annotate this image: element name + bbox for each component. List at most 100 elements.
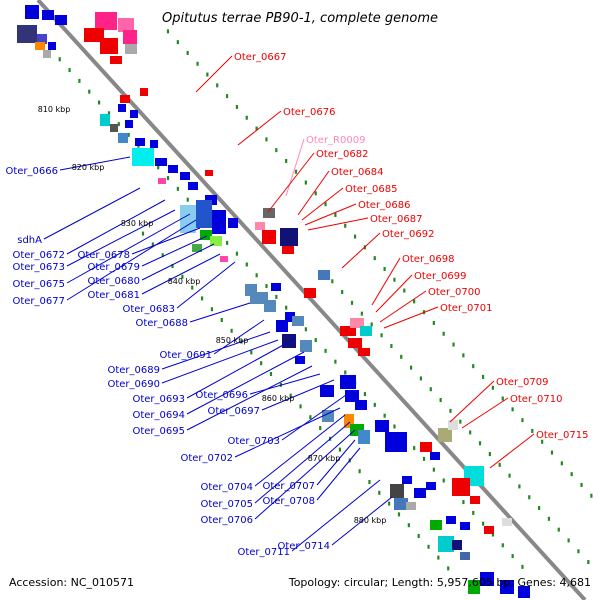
tick-dot: [432, 467, 435, 472]
tick-dot: [186, 197, 189, 202]
tick-dot: [590, 493, 593, 498]
tick-dot: [403, 288, 406, 293]
gene-block: [390, 484, 404, 498]
tick-dot: [570, 472, 573, 477]
tick-dot: [518, 484, 521, 489]
gene-block: [188, 182, 198, 190]
leader-line: [161, 331, 271, 370]
gene-block: [35, 42, 45, 50]
tick-dot: [235, 251, 239, 256]
gene-block: [480, 572, 494, 586]
gene-block: [17, 25, 37, 43]
tick-dot: [353, 234, 357, 239]
leader-line: [66, 209, 176, 267]
gene-label-forward: Oter_0706: [200, 515, 253, 526]
tick-dot: [166, 29, 170, 34]
tick-dot: [432, 320, 435, 325]
tick-dot: [501, 396, 504, 401]
gene-block: [448, 420, 458, 430]
tick-dot: [373, 256, 376, 261]
tick-dot: [472, 510, 475, 515]
gene-label-reverse: Oter_0698: [402, 254, 455, 265]
tick-dot: [255, 273, 258, 278]
leader-line: [195, 55, 233, 93]
tick-dot: [459, 419, 462, 424]
tick-dot: [225, 94, 229, 99]
tick-dot: [550, 450, 554, 455]
leader-line: [141, 253, 221, 295]
tick-dot: [498, 462, 501, 467]
tick-dot: [107, 111, 111, 116]
leader-line: [307, 217, 369, 231]
gene-label-forward: Oter_0690: [107, 379, 160, 390]
tick-dot: [488, 452, 491, 457]
gene-block: [452, 540, 462, 550]
tick-dot: [400, 354, 403, 359]
gene-label-reverse: Oter_0686: [358, 200, 411, 211]
tick-dot: [491, 385, 495, 390]
tick-dot: [220, 318, 223, 322]
leader-line: [379, 290, 427, 323]
gene-block: [502, 518, 512, 526]
leader-line: [237, 110, 282, 146]
gene-block: [318, 270, 330, 280]
gene-block: [180, 205, 196, 233]
gene-block: [25, 5, 39, 19]
gene-block: [438, 536, 454, 552]
kbp-mark-label: 860 kbp: [262, 394, 295, 403]
tick-dot: [314, 191, 317, 196]
accession-text: Accession: NC_010571: [9, 576, 134, 589]
tick-dot: [216, 83, 219, 88]
tick-dot: [482, 521, 485, 526]
tick-dot: [419, 376, 423, 381]
gene-label-forward: Oter_0681: [87, 290, 140, 301]
gene-label-forward: Oter_0707: [262, 481, 315, 492]
leader-line: [141, 243, 215, 281]
tick-dot: [528, 495, 531, 500]
leader-line: [59, 156, 131, 171]
tick-dot: [157, 165, 160, 170]
tick-dot: [245, 115, 248, 120]
leader-line: [383, 306, 439, 329]
tick-dot: [275, 294, 278, 299]
gene-label-reverse: Oter_0715: [536, 430, 589, 441]
gene-block: [484, 526, 494, 534]
tick-dot: [491, 532, 495, 537]
tick-dot: [166, 176, 170, 181]
leader-line: [371, 257, 401, 306]
tick-dot: [370, 322, 373, 327]
kbp-mark-label: 850 kbp: [216, 336, 249, 345]
tick-dot: [314, 338, 317, 343]
kbp-mark-label: 840 kbp: [168, 277, 201, 286]
gene-block: [210, 236, 222, 246]
tick-dot: [250, 350, 253, 355]
tick-dot: [560, 461, 563, 466]
gene-block: [355, 400, 367, 410]
gene-block: [460, 552, 470, 560]
leader-line: [189, 302, 251, 323]
gene-label-forward: Oter_0677: [12, 296, 65, 307]
kbp-mark-label: 870 kbp: [308, 454, 341, 463]
gene-block: [220, 256, 228, 262]
gene-block: [37, 34, 47, 44]
map-title: Opitutus terrae PB90-1, complete genome: [162, 11, 438, 26]
gene-label-forward: Oter_0703: [227, 436, 280, 447]
tick-dot: [547, 516, 551, 521]
tick-dot: [350, 300, 354, 305]
gene-label-reverse: Oter_0685: [345, 184, 398, 195]
tick-dot: [393, 277, 396, 282]
gene-block: [95, 12, 117, 30]
tick-dot: [245, 262, 248, 267]
tick-dot: [191, 285, 194, 290]
tick-dot: [206, 72, 209, 77]
tick-dot: [151, 242, 154, 247]
tick-dot: [537, 506, 541, 511]
gene-block: [180, 172, 190, 180]
leader-line: [176, 261, 236, 309]
tick-dot: [88, 89, 91, 94]
gene-label-reverse: Oter_0676: [283, 107, 336, 118]
gene-block: [320, 385, 334, 397]
gene-block: [271, 283, 281, 291]
gene-block: [168, 165, 178, 173]
